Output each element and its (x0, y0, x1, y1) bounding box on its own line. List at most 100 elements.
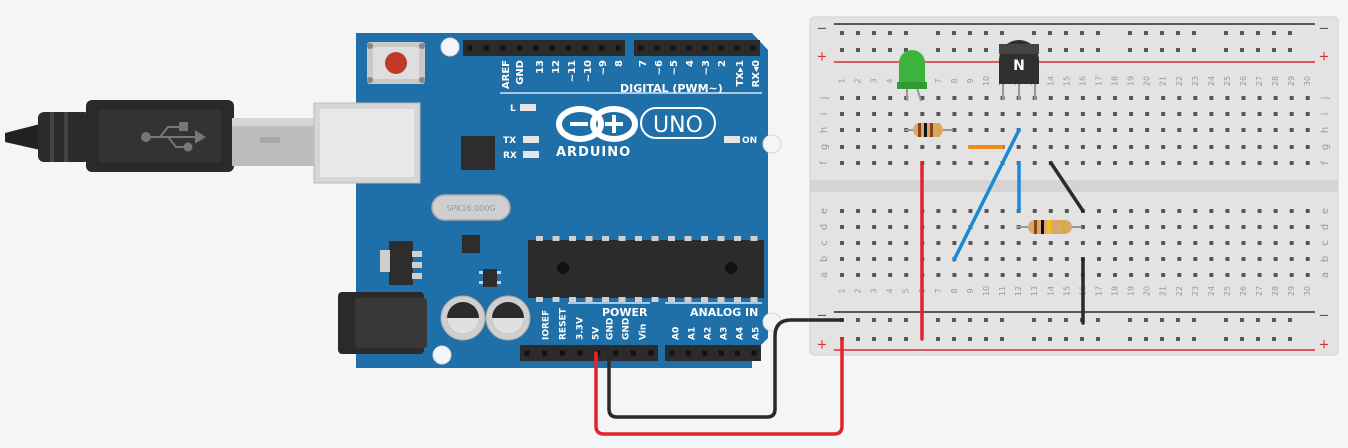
svg-text:29: 29 (1287, 76, 1296, 86)
svg-text:16: 16 (1078, 76, 1087, 86)
pin-label-a5: A5 (752, 327, 762, 340)
pin-label-6: ~6 (654, 60, 665, 75)
svg-text:14: 14 (1046, 286, 1055, 296)
svg-text:e: e (1320, 208, 1331, 214)
svg-text:+: + (817, 338, 828, 353)
analog-in-label: ANALOG IN (690, 306, 758, 319)
led-on-label: ON (742, 136, 757, 146)
svg-text:11: 11 (998, 286, 1007, 296)
svg-text:−: − (1319, 309, 1330, 324)
usb-controller-chip (461, 136, 495, 170)
svg-text:21: 21 (1159, 76, 1168, 86)
svg-text:c: c (1320, 240, 1331, 246)
svg-text:17: 17 (1094, 286, 1103, 296)
svg-text:24: 24 (1207, 76, 1216, 86)
svg-text:−: − (1319, 22, 1330, 37)
svg-text:10: 10 (982, 76, 991, 86)
svg-text:4: 4 (886, 78, 895, 83)
power-label: POWER (602, 306, 648, 319)
svg-text:i: i (1320, 113, 1331, 116)
uno-text: UNO (653, 113, 703, 138)
pin-label-5: ~5 (669, 60, 680, 75)
svg-text:29: 29 (1287, 286, 1296, 296)
svg-text:4: 4 (886, 288, 895, 293)
svg-text:j: j (819, 97, 830, 101)
svg-text:25: 25 (1223, 286, 1232, 296)
svg-text:7: 7 (934, 78, 943, 83)
svg-text:18: 18 (1111, 286, 1120, 296)
led-rx-label: RX (503, 151, 517, 161)
svg-text:30: 30 (1303, 76, 1312, 86)
pin-label-33v: 3.3V (576, 317, 586, 340)
pin-label-11: ~11 (567, 60, 578, 82)
pin-label-gnd: GND (515, 60, 526, 85)
capacitor-2 (486, 296, 530, 340)
pin-label-a2: A2 (704, 327, 714, 340)
pin-label-4: 4 (685, 60, 696, 67)
crystal-oscillator: SPK16.000G (432, 195, 510, 220)
pin-label-3: ~3 (701, 60, 712, 75)
analog-pin-header[interactable] (665, 345, 761, 361)
svg-text:19: 19 (1127, 286, 1136, 296)
svg-text:−: − (817, 22, 828, 37)
svg-text:8: 8 (950, 78, 959, 83)
svg-text:h: h (819, 127, 830, 133)
pin-label-a1: A1 (688, 327, 698, 340)
svg-text:f: f (819, 161, 830, 165)
svg-text:23: 23 (1191, 286, 1200, 296)
svg-text:28: 28 (1271, 286, 1280, 296)
svg-text:b: b (1320, 256, 1331, 262)
svg-text:j: j (1320, 97, 1331, 101)
pin-label-10: ~10 (583, 60, 594, 82)
svg-text:20: 20 (1143, 286, 1152, 296)
pin-label-rx0: RX◂0 (751, 60, 762, 87)
svg-text:h: h (1320, 127, 1331, 133)
usb-cable[interactable] (5, 100, 314, 172)
power-barrel-jack[interactable] (338, 292, 427, 354)
pin-label-7: 7 (638, 60, 649, 67)
svg-text:24: 24 (1207, 286, 1216, 296)
svg-text:15: 15 (1062, 76, 1071, 86)
svg-text:30: 30 (1303, 286, 1312, 296)
svg-text:5: 5 (902, 288, 911, 293)
svg-text:+: + (1319, 338, 1330, 353)
transistor-label: N (1013, 58, 1025, 74)
arduino-uno-board[interactable]: AREFGND1312~11~10~987~6~54~32TX▸1RX◂0 DI… (314, 33, 781, 368)
digital-pin-header[interactable] (463, 40, 760, 56)
pin-label-gnd: GND (622, 318, 632, 340)
svg-text:7: 7 (934, 288, 943, 293)
svg-text:14: 14 (1046, 76, 1055, 86)
svg-text:1: 1 (838, 288, 847, 293)
pin-label-5v: 5V (592, 327, 602, 340)
reset-button[interactable] (367, 42, 425, 84)
capacitor-1 (441, 296, 485, 340)
svg-text:3: 3 (870, 78, 879, 83)
pin-label-13: 13 (535, 60, 546, 74)
led-l-label: L (510, 104, 516, 114)
pin-label-vin: Vin (639, 324, 649, 340)
svg-text:17: 17 (1094, 76, 1103, 86)
svg-text:a: a (1320, 272, 1331, 278)
svg-text:15: 15 (1062, 286, 1071, 296)
svg-text:f: f (1320, 161, 1331, 165)
pin-label-12: 12 (551, 60, 562, 74)
svg-text:28: 28 (1271, 76, 1280, 86)
svg-text:20: 20 (1143, 76, 1152, 86)
svg-text:2: 2 (854, 78, 863, 83)
svg-text:18: 18 (1111, 76, 1120, 86)
breadboard[interactable]: −−++−−++ 1122334455667788991010111112121… (810, 17, 1338, 355)
svg-text:9: 9 (966, 288, 975, 293)
svg-text:a: a (819, 272, 830, 278)
small-chip (462, 235, 480, 253)
svg-text:27: 27 (1255, 76, 1264, 86)
pin-label-8: 8 (614, 60, 625, 67)
pin-label-a4: A4 (736, 327, 746, 340)
svg-text:1: 1 (838, 78, 847, 83)
svg-text:13: 13 (1030, 286, 1039, 296)
svg-text:22: 22 (1175, 286, 1184, 296)
svg-text:26: 26 (1239, 286, 1248, 296)
power-pin-header[interactable] (520, 345, 658, 361)
pin-label-aref: AREF (501, 60, 512, 89)
svg-text:+: + (817, 50, 828, 65)
pin-label-reset: RESET (559, 307, 569, 340)
